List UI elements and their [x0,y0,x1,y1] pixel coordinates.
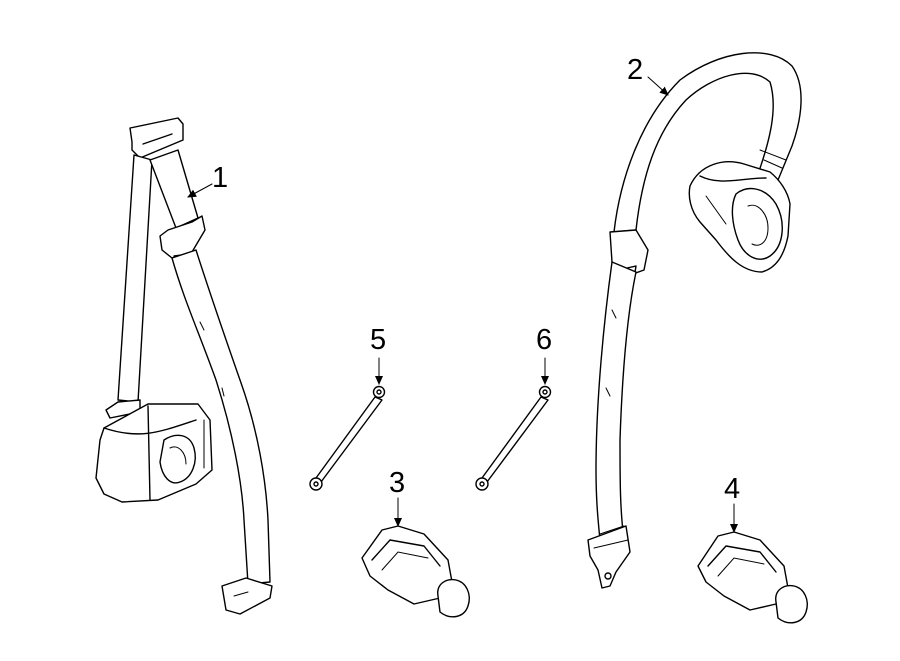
part-6-strap[interactable] [475,385,552,491]
callout-1-label: 1 [212,162,228,194]
callout-5-label: 5 [370,324,386,356]
callout-4-label: 4 [724,473,740,505]
callout-3-label: 3 [389,467,405,499]
part-2-seat-belt-assembly[interactable] [587,52,802,589]
part-3-buckle[interactable] [361,525,470,618]
callout-6-label: 6 [536,324,552,356]
callout-2-label: 2 [627,54,643,86]
callout-2-leader [647,76,669,96]
callout-1-leader [187,183,213,198]
part-4-buckle[interactable] [697,531,808,624]
part-5-strap[interactable] [309,385,386,491]
part-1-seat-belt-assembly[interactable] [95,117,273,615]
